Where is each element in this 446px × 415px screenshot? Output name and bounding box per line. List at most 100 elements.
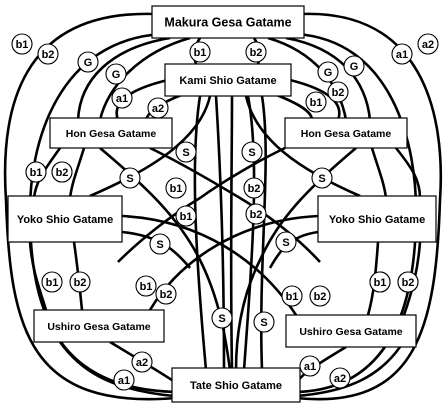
edge-label-text: b1 — [374, 277, 387, 289]
technique-node: Kami Shio Gatame — [164, 63, 292, 97]
connection — [370, 147, 388, 199]
edge-label: b1 — [135, 275, 157, 297]
edge-label-text: b1 — [310, 97, 323, 109]
edge-label-text: b1 — [194, 47, 207, 59]
edge-label-text: b1 — [140, 281, 153, 293]
edge-label-text: b1 — [180, 211, 193, 223]
edge-label: b2 — [51, 161, 73, 183]
edge-label-text: b2 — [42, 49, 55, 61]
edge-label-text: b2 — [402, 277, 415, 289]
edge-label-circle — [77, 51, 99, 73]
connection — [98, 36, 191, 121]
edge-label-circle — [51, 161, 73, 183]
connection-line — [28, 241, 48, 311]
edge-label-circle — [113, 369, 135, 391]
edge-label-circle — [299, 355, 321, 377]
edge-label-circle — [281, 285, 303, 307]
edge-label: b1 — [25, 161, 47, 183]
technique-label: Yoko Shio Gatame — [17, 214, 113, 226]
edge-label-circle — [343, 55, 365, 77]
technique-node: Ushiro Gesa Gatame — [285, 314, 417, 348]
connection-line — [242, 95, 256, 371]
edge-label-text: b2 — [74, 277, 87, 289]
edge-label-circle — [111, 87, 133, 109]
technique-box — [171, 367, 301, 403]
edge-label: S — [275, 231, 297, 253]
technique-node: Tate Shio Gatame — [171, 367, 301, 403]
edge-label: b2 — [69, 271, 91, 293]
technique-node: Ushiro Gesa Gatame — [33, 309, 165, 343]
edge-label: a2 — [147, 97, 169, 119]
edge-label: G — [77, 51, 99, 73]
edge-label-circle — [11, 33, 33, 55]
edge-label: b2 — [245, 203, 267, 225]
edge-label-text: G — [112, 69, 121, 81]
edge-label: b1 — [175, 205, 197, 227]
edge-label-circle — [69, 271, 91, 293]
connection — [89, 95, 212, 198]
edge-label-text: a2 — [422, 39, 434, 51]
connection — [58, 341, 175, 398]
technique-node: Yoko Shio Gatame — [7, 195, 123, 243]
connection — [117, 146, 286, 263]
technique-node: Yoko Shio Gatame — [317, 195, 437, 243]
technique-node: Hon Gesa Gatame — [284, 117, 408, 149]
edge-label-text: G — [324, 67, 333, 79]
edge-label: b1 — [165, 177, 187, 199]
edge-label: S — [211, 307, 233, 329]
technique-label: Ushiro Gesa Gatame — [299, 326, 402, 338]
edge-label: b2 — [243, 177, 265, 199]
technique-node: Hon Gesa Gatame — [49, 117, 173, 149]
edge-label: a2 — [329, 367, 351, 389]
edge-label-circle — [397, 271, 419, 293]
tags-layer: b1b2GGa1a2b1b2GGb1b2a1a2b1b2SSSSb1b2b1b2… — [11, 33, 439, 391]
technique-label: Hon Gesa Gatame — [66, 128, 157, 140]
edge-label: b2 — [327, 81, 349, 103]
connection — [76, 36, 171, 121]
edge-label-text: S — [318, 173, 325, 185]
edge-label-text: a2 — [152, 103, 164, 115]
edge-label-circle — [41, 271, 63, 293]
edge-label-text: b1 — [170, 183, 183, 195]
edge-label: G — [105, 63, 127, 85]
edge-label: b2 — [37, 43, 59, 65]
connection-line — [295, 346, 402, 398]
edge-label-text: a2 — [334, 373, 346, 385]
edge-label-text: a1 — [304, 361, 316, 373]
connection — [28, 241, 48, 311]
edge-label-circle — [131, 351, 153, 373]
edge-label-circle — [317, 61, 339, 83]
edge-label-text: S — [126, 173, 133, 185]
edge-label: a2 — [417, 33, 439, 55]
connection — [3, 12, 177, 401]
technique-box — [284, 117, 408, 149]
edge-label-text: a1 — [396, 49, 408, 61]
edge-label: b1 — [369, 271, 391, 293]
edge-label: S — [149, 233, 171, 255]
edge-label-circle — [391, 43, 413, 65]
edge-label-circle — [119, 167, 141, 189]
technique-box — [33, 309, 165, 343]
connection-line — [117, 146, 286, 263]
connection — [394, 147, 422, 199]
connection-line — [295, 12, 443, 401]
edge-label-circle — [309, 285, 331, 307]
edge-label: b2 — [155, 283, 177, 305]
edge-label-text: b2 — [160, 289, 173, 301]
edge-label: S — [119, 167, 141, 189]
edge-label-text: a1 — [118, 375, 130, 387]
edge-label: a2 — [131, 351, 153, 373]
edge-label-circle — [135, 275, 157, 297]
technique-label: Kami Shio Gatame — [179, 75, 276, 87]
edge-label-text: b2 — [248, 183, 261, 195]
connection-line — [68, 147, 86, 199]
edge-label-circle — [417, 33, 439, 55]
edge-label-text: S — [156, 239, 163, 251]
edge-label: b2 — [309, 285, 331, 307]
edge-label: b1 — [189, 41, 211, 63]
edge-label-text: b2 — [250, 47, 263, 59]
technique-box — [317, 195, 437, 243]
edge-label: S — [253, 311, 275, 333]
